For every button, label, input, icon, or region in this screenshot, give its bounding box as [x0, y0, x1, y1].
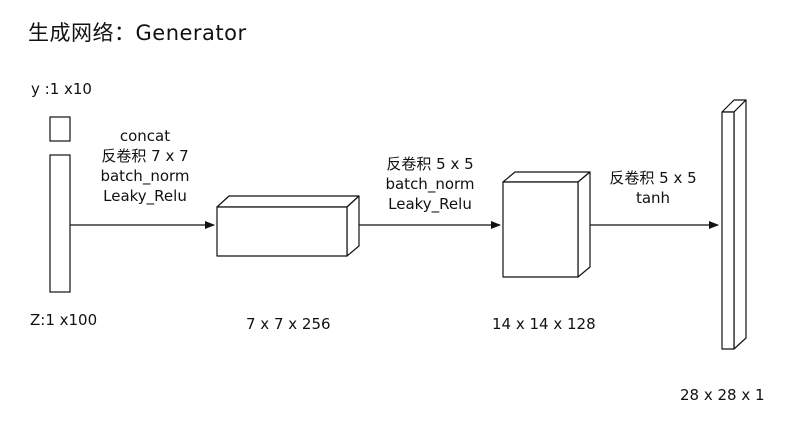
- feature-block-2: [502, 171, 591, 278]
- stage-2-op: 反卷积 5 x 5: [386, 155, 474, 173]
- y-input-box: [49, 116, 71, 142]
- shape-label-block-2: 14 x 14 x 128: [492, 315, 596, 333]
- feature-block-1: [216, 195, 360, 257]
- stage-3-ops: 反卷积 5 x 5 tanh: [598, 168, 708, 208]
- z-input-label: Z:1 x100: [30, 311, 98, 329]
- stage-1-op: batch_norm: [100, 167, 190, 185]
- shape-label-block-1: 7 x 7 x 256: [246, 315, 331, 333]
- stage-1-op: Leaky_Relu: [103, 187, 187, 205]
- page-title: 生成网络：Generator: [28, 21, 247, 45]
- stage-1-ops: concat 反卷积 7 x 7 batch_norm Leaky_Relu: [90, 126, 200, 206]
- stage-1-op: 反卷积 7 x 7: [101, 147, 189, 165]
- shape-label-output: 28 x 28 x 1: [680, 386, 765, 404]
- stage-2-op: batch_norm: [385, 175, 475, 193]
- stage-3-op: 反卷积 5 x 5: [609, 169, 697, 187]
- stage-2-op: Leaky_Relu: [388, 195, 472, 213]
- stage-2-ops: 反卷积 5 x 5 batch_norm Leaky_Relu: [375, 154, 485, 214]
- y-input-label: y :1 x10: [31, 80, 92, 98]
- stage-1-op: concat: [119, 127, 171, 145]
- stage-3-op: tanh: [635, 189, 671, 207]
- output-block: [721, 99, 747, 350]
- z-input-box: [49, 154, 71, 293]
